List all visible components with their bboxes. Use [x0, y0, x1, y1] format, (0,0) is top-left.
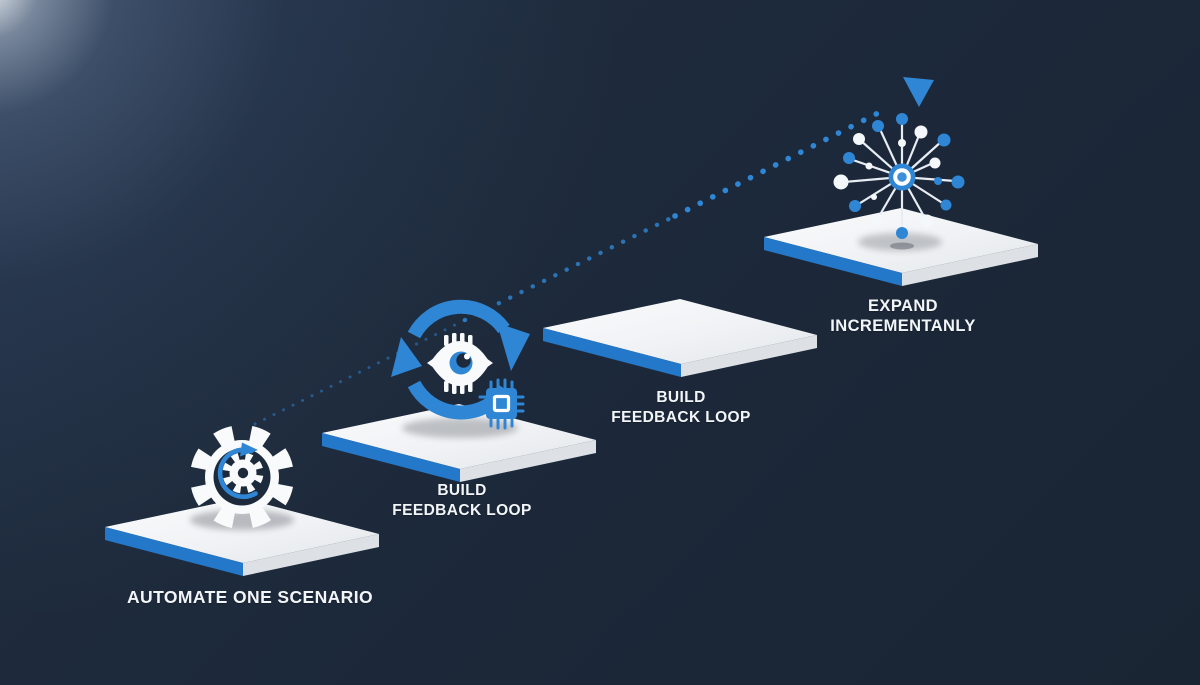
dotted-ascent-arrow [253, 107, 887, 426]
step3-label-line2: FEEDBACK LOOP [611, 409, 751, 426]
step1-label-line1: AUTOMATE ONE SCENARIO [127, 587, 373, 607]
network-hub-icon [833, 113, 965, 250]
vision-eye-icon [427, 333, 493, 394]
step1-label: AUTOMATE ONE SCENARIO [100, 587, 400, 608]
sync-arrow-head [240, 442, 258, 457]
hub-nodes [833, 113, 965, 239]
hub-center-node [888, 163, 916, 191]
sync-arrow-arc [217, 447, 258, 500]
eye-chip-cycle-icon [391, 299, 530, 430]
cycle-arrow-top [407, 299, 530, 371]
step2-label: BUILD FEEDBACK LOOP [342, 481, 582, 521]
cycle-shadow [402, 418, 518, 438]
step3-label: BUILD FEEDBACK LOOP [561, 388, 801, 428]
step2-label-line1: BUILD [437, 482, 487, 499]
step4-label-line1: EXPAND [868, 297, 938, 315]
gear-shadow [190, 510, 294, 530]
step4-label-line2: INCREMENTANLY [830, 317, 976, 335]
step3-label-line1: BUILD [656, 389, 706, 406]
hub-shadow [858, 233, 942, 251]
step4-label: EXPAND INCREMENTANLY [783, 296, 1023, 336]
hub-node-shadow [890, 242, 914, 250]
chip-icon [478, 378, 525, 430]
step3-platform [543, 299, 817, 377]
step2-label-line2: FEEDBACK LOOP [392, 502, 532, 519]
ascent-arrowhead-icon [903, 77, 934, 107]
eye-highlight [464, 353, 470, 360]
